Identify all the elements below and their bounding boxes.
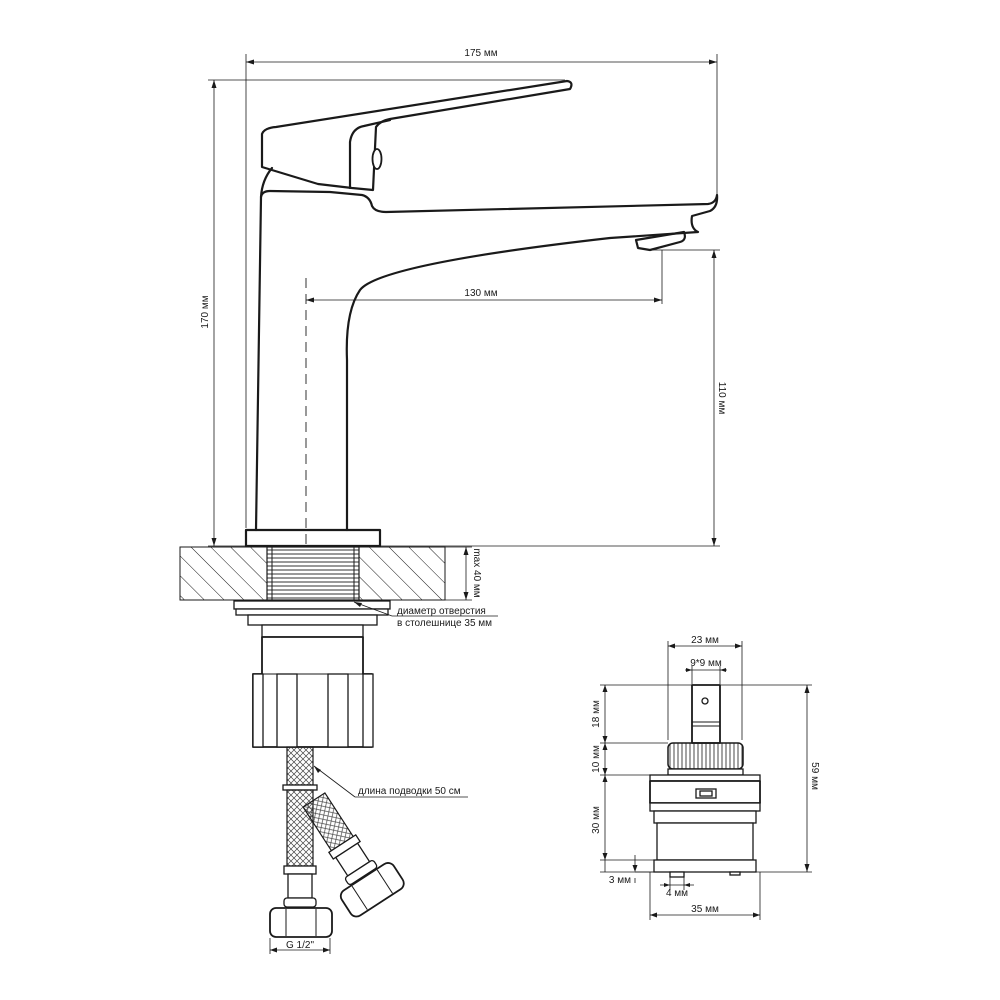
dim-cartridge-body: 30 мм (591, 806, 602, 834)
dim-cartridge-total: 59 мм (809, 762, 820, 790)
hose-nut-straight (269, 907, 333, 938)
note-hose-length: длина подводки 50 см (358, 786, 461, 797)
cartridge-stem (691, 684, 721, 744)
threaded-shank (266, 546, 360, 601)
dim-width: 175 мм (464, 48, 497, 59)
dim-thread: G 1/2" (286, 940, 314, 951)
mounting-nut (252, 636, 373, 748)
supply-hose-straight (286, 746, 314, 786)
faucet-drawing: 175 мм 170 мм 130 мм 110 мм max 40 мм ди (179, 48, 727, 954)
lever-handle (260, 79, 573, 192)
dim-max-thickness: max 40 мм (471, 548, 482, 597)
note-hole-line2: в столешнице 35 мм (397, 618, 492, 629)
dim-cartridge-pin: 4 мм (666, 888, 688, 899)
dim-cartridge-top-width: 23 мм (691, 635, 719, 646)
countertop-right (358, 546, 446, 601)
dim-cartridge-stem: 18 мм (591, 700, 602, 728)
dim-reach: 130 мм (464, 288, 497, 299)
note-hole-line1: диаметр отверстия (397, 606, 486, 617)
cartridge-drawing: 23 мм 9*9 мм 18 мм 10 мм 30 мм 3 мм (591, 635, 820, 920)
aerator (634, 230, 686, 252)
dim-cartridge-spline: 10 мм (591, 745, 602, 773)
dim-cartridge-base: 3 мм (609, 875, 631, 886)
cartridge-spline (667, 742, 744, 770)
faucet-body (244, 528, 382, 548)
dim-height: 170 мм (200, 295, 211, 328)
dim-cartridge-diameter: 35 мм (691, 904, 719, 915)
dim-spout-height: 110 мм (716, 382, 727, 415)
countertop-left (179, 546, 268, 601)
dim-cartridge-square: 9*9 мм (690, 658, 722, 669)
hose-nut-angled (339, 862, 405, 918)
